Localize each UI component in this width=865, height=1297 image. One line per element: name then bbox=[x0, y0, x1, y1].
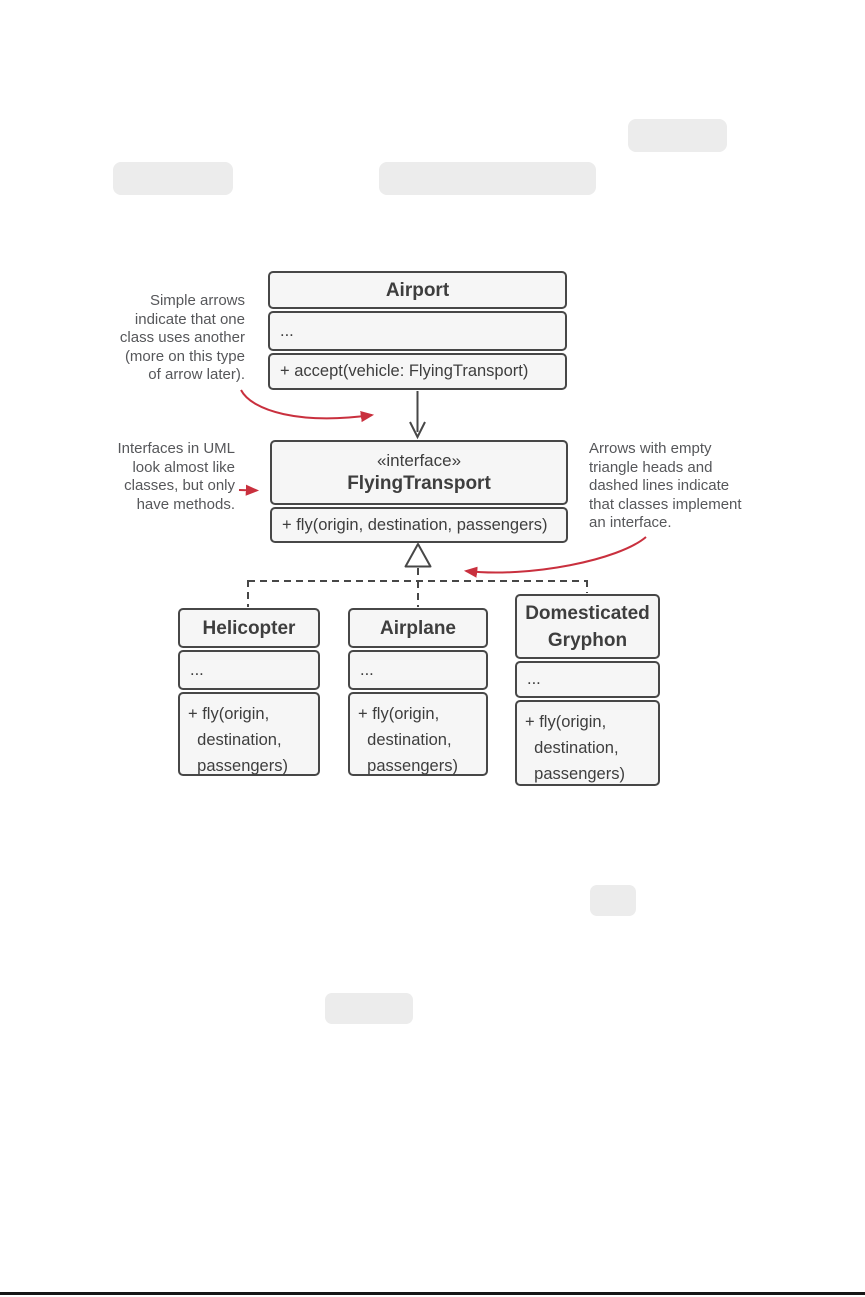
class-box-helicopter: Helicopter ... + fly(origin, destination… bbox=[178, 608, 320, 776]
class-methods-gryphon: + fly(origin, destination, passengers) bbox=[515, 700, 660, 786]
class-title-helicopter: Helicopter bbox=[178, 608, 320, 648]
text-placeholder-5 bbox=[325, 993, 413, 1024]
class-title-airport: Airport bbox=[268, 271, 567, 309]
class-title-airplane: Airplane bbox=[348, 608, 488, 648]
text-placeholder-4 bbox=[590, 885, 636, 916]
annotation-implements-note: Arrows with empty triangle heads and das… bbox=[589, 440, 742, 531]
text-placeholder-2 bbox=[113, 162, 233, 195]
class-box-airplane: Airplane ... + fly(origin, destination, … bbox=[348, 608, 488, 776]
class-fields-airport: ... bbox=[268, 311, 567, 351]
annotation-interface-note: Interfaces in UML look almost like class… bbox=[117, 440, 235, 513]
red-arrow-interface-note bbox=[238, 484, 260, 496]
class-fields-helicopter: ... bbox=[178, 650, 320, 690]
annotation-uses-note: Simple arrows indicate that one class us… bbox=[119, 292, 245, 383]
red-arrow-uses-note bbox=[240, 389, 375, 423]
implements-triangle-icon bbox=[404, 543, 432, 568]
interface-title: FlyingTransport bbox=[347, 473, 491, 494]
bottom-divider bbox=[0, 1292, 865, 1295]
class-methods-airplane: + fly(origin, destination, passengers) bbox=[348, 692, 488, 776]
class-methods-airport: + accept(vehicle: FlyingTransport) bbox=[268, 353, 567, 390]
text-placeholder-3 bbox=[379, 162, 596, 195]
class-fields-gryphon: ... bbox=[515, 661, 660, 698]
interface-header: «interface» FlyingTransport bbox=[270, 440, 568, 505]
class-box-airport: Airport ... + accept(vehicle: FlyingTran… bbox=[268, 271, 567, 390]
uses-arrow-icon bbox=[409, 391, 426, 440]
class-methods-helicopter: + fly(origin, destination, passengers) bbox=[178, 692, 320, 776]
class-box-gryphon: Domesticated Gryphon ... + fly(origin, d… bbox=[515, 594, 660, 786]
text-placeholder-1 bbox=[628, 119, 727, 152]
interface-box-flying-transport: «interface» FlyingTransport + fly(origin… bbox=[270, 440, 568, 543]
class-fields-airplane: ... bbox=[348, 650, 488, 690]
interface-methods: + fly(origin, destination, passengers) bbox=[270, 507, 568, 543]
class-title-gryphon: Domesticated Gryphon bbox=[515, 594, 660, 659]
interface-stereotype: «interface» bbox=[376, 451, 462, 470]
